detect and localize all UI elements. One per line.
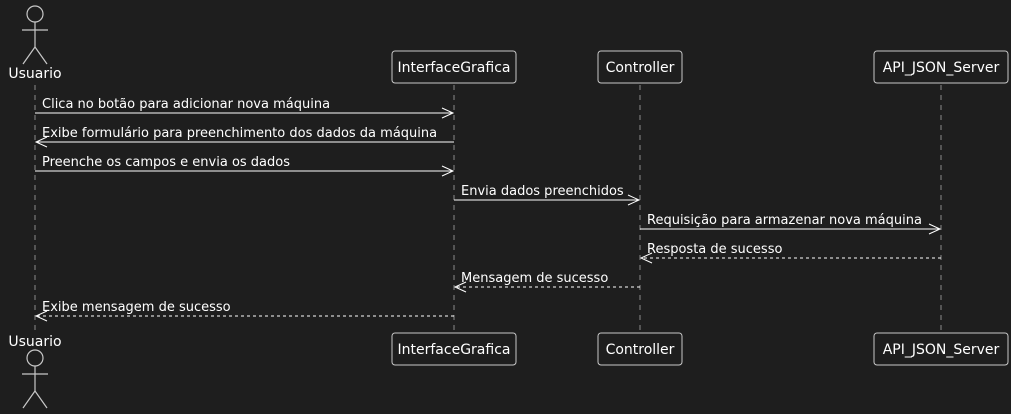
participant-box-controller-top	[597, 50, 683, 84]
message-4: Envia dados preenchidos	[454, 184, 641, 206]
message-label: Exibe mensagem de sucesso	[42, 300, 231, 315]
participant-label-interfacegrafica-bottom: InterfaceGrafica	[398, 342, 511, 358]
message-6: Resposta de sucesso	[639, 242, 941, 264]
message-5: Requisição para armazenar nova máquina	[640, 213, 942, 235]
participant-label-interfacegrafica-top: InterfaceGrafica	[398, 60, 511, 76]
actor-label-bottom: Usuario	[8, 334, 61, 350]
message-1: Clica no botão para adicionar nova máqui…	[35, 97, 455, 119]
messages: Clica no botão para adicionar nova máqui…	[34, 97, 942, 322]
message-label: Requisição para armazenar nova máquina	[647, 213, 922, 228]
actor-label-top: Usuario	[8, 66, 61, 82]
actor-left-leg	[22, 46, 36, 65]
message-label: Envia dados preenchidos	[461, 184, 624, 199]
message-label: Exibe formulário para preenchimento dos …	[42, 126, 437, 141]
arrowhead-icon	[441, 107, 455, 119]
arrowhead-icon	[627, 194, 641, 206]
participant-label-controller-bottom: Controller	[606, 342, 675, 358]
arrowhead-icon	[928, 223, 942, 235]
participant-box-controller-bottom	[597, 332, 683, 366]
message-label: Resposta de sucesso	[647, 242, 782, 257]
message-label: Clica no botão para adicionar nova máqui…	[42, 97, 330, 112]
participant-box-api-json-server-top	[873, 50, 1009, 84]
message-3: Preenche os campos e envia os dados	[35, 155, 455, 177]
message-label: Preenche os campos e envia os dados	[42, 155, 290, 170]
message-label: Mensagem de sucesso	[461, 271, 608, 286]
participant-label-api-json-server-bottom: API_JSON_Server	[883, 342, 1000, 358]
message-8: Exibe mensagem de sucesso	[34, 300, 454, 322]
lifelines	[34, 85, 942, 330]
actor-figure-icon-bottom	[22, 349, 48, 409]
participant-heads: UsuarioUsuarioInterfaceGraficaInterfaceG…	[8, 5, 1009, 409]
message-7: Mensagem de sucesso	[453, 271, 640, 293]
participant-label-controller-top: Controller	[606, 60, 675, 76]
arrowhead-icon	[453, 281, 467, 293]
actor-right-leg	[34, 46, 48, 65]
arrowhead-icon	[639, 252, 653, 264]
actor-left-leg	[22, 390, 36, 409]
arrowhead-icon	[441, 165, 455, 177]
actor-right-leg	[34, 390, 48, 409]
participant-box-interfacegrafica-bottom	[391, 332, 517, 366]
arrowhead-icon	[34, 310, 48, 322]
participant-box-interfacegrafica-top	[391, 50, 517, 84]
actor-figure-icon-top	[22, 5, 48, 65]
arrowhead-icon	[34, 136, 48, 148]
message-2: Exibe formulário para preenchimento dos …	[34, 126, 454, 148]
participant-label-api-json-server-top: API_JSON_Server	[883, 60, 1000, 76]
participant-box-api-json-server-bottom	[873, 332, 1009, 366]
